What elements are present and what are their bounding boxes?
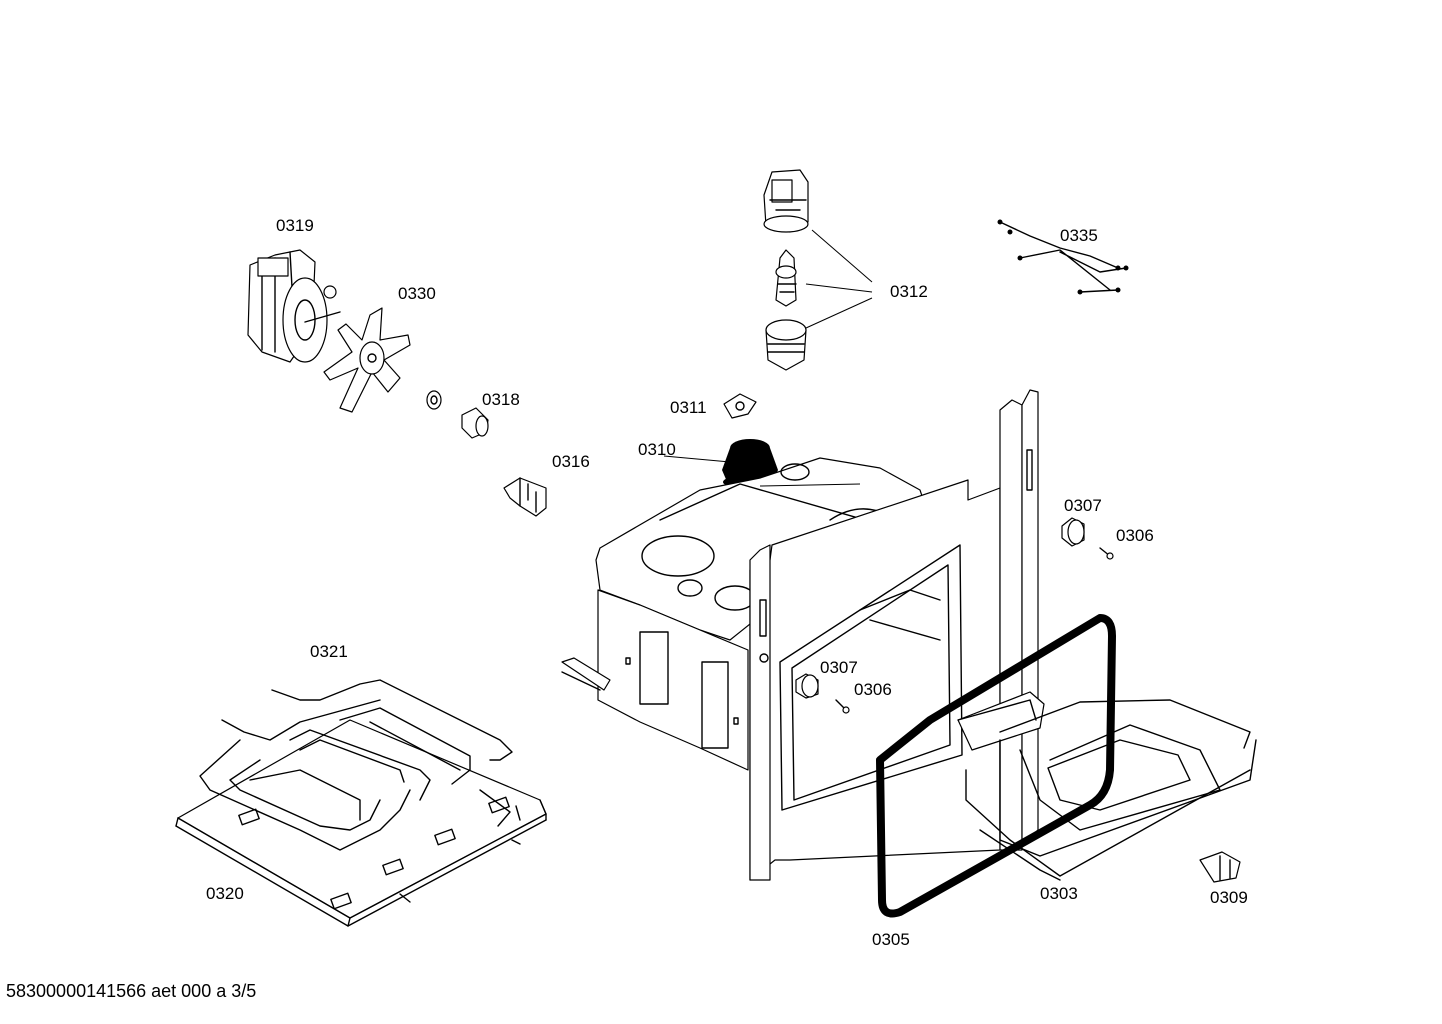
baking-tray-part <box>175 719 547 927</box>
lamp-housing-part <box>763 169 809 233</box>
drawing-reference-footer: 58300000141566 aet 000 a 3/5 <box>6 981 257 1001</box>
label-part-0318: 0318 <box>482 390 520 409</box>
knob-upper-part <box>1061 517 1085 547</box>
label-part-0320: 0320 <box>206 884 244 903</box>
lamp-cover-part <box>765 319 807 371</box>
door-gasket-part <box>876 614 1116 918</box>
oven-cavity-part <box>561 389 1039 881</box>
wire-harness-part <box>997 219 1129 295</box>
label-part-0311: 0311 <box>670 398 707 417</box>
washer-part <box>426 390 442 410</box>
label-part-0330: 0330 <box>398 284 436 303</box>
label-part-0321: 0321 <box>310 642 348 661</box>
bracket-part <box>503 477 547 517</box>
clip-part <box>723 393 757 419</box>
label-part-0307-lower: 0307 <box>820 658 858 677</box>
fan-blade-part <box>323 307 411 413</box>
label-part-0319: 0319 <box>276 216 314 235</box>
lower-heating-element-part <box>199 679 513 851</box>
leader-lines <box>663 229 873 487</box>
label-part-0310: 0310 <box>638 440 676 459</box>
screw-lower-part <box>835 699 850 714</box>
label-part-0306-upper: 0306 <box>1116 526 1154 545</box>
lamp-bulb-part <box>775 249 797 307</box>
screw-upper-part <box>1099 547 1114 560</box>
label-part-0309: 0309 <box>1210 888 1248 907</box>
label-part-0307-upper: 0307 <box>1064 496 1102 515</box>
nut-part <box>461 407 489 439</box>
fan-motor-part <box>247 249 341 363</box>
knob-lower-part <box>795 673 819 699</box>
label-part-0305: 0305 <box>872 930 910 949</box>
grill-element-part <box>957 691 1257 881</box>
hinge-part <box>1199 851 1241 883</box>
label-part-0335: 0335 <box>1060 226 1098 245</box>
label-part-0312: 0312 <box>890 282 928 301</box>
label-part-0303: 0303 <box>1040 884 1078 903</box>
label-part-0306-lower: 0306 <box>854 680 892 699</box>
label-part-0316: 0316 <box>552 452 590 471</box>
